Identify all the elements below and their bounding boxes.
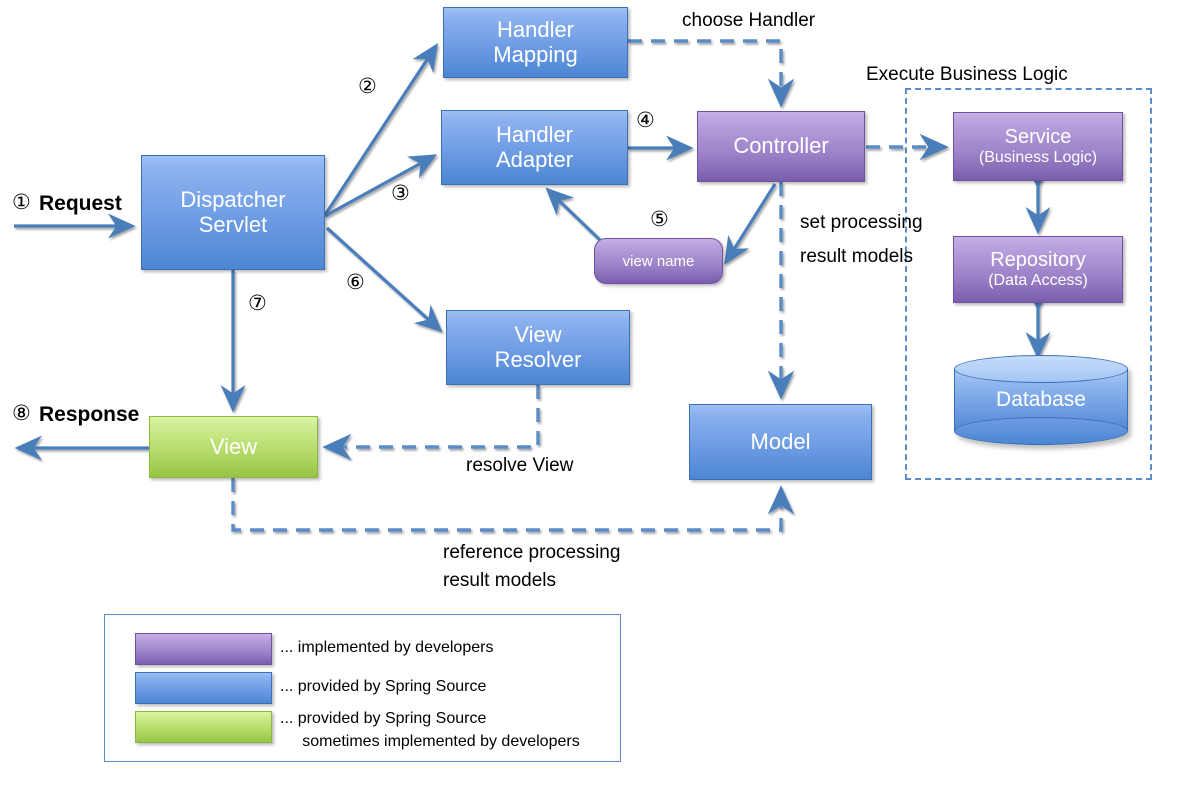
node-database[interactable]: Database — [954, 355, 1128, 445]
controller-label: Controller — [733, 133, 829, 159]
response-label: Response — [39, 403, 140, 426]
step-5: ⑤ — [650, 208, 669, 231]
node-model[interactable]: Model — [689, 404, 872, 480]
reference-processing-label-line1: reference processing — [443, 542, 621, 563]
view-label: View — [209, 433, 258, 459]
set-processing-label-line1: set processing — [800, 212, 923, 233]
node-view-name[interactable]: view name — [594, 238, 723, 284]
step-1: ① — [12, 191, 31, 214]
handler-mapping-line2: Mapping — [493, 41, 578, 67]
view-name-label: view name — [622, 252, 695, 270]
service-line1: Service — [1004, 126, 1072, 149]
legend-swatch-green — [135, 711, 272, 743]
resolve-view-label: resolve View — [466, 455, 574, 476]
execute-business-logic-container — [905, 88, 1152, 480]
node-view-resolver[interactable]: View Resolver — [446, 310, 630, 385]
repository-line2: (Data Access) — [988, 271, 1088, 289]
choose-handler-label: choose Handler — [682, 10, 816, 31]
execute-business-logic-label: Execute Business Logic — [866, 64, 1068, 85]
legend-text-green-cont: sometimes implemented by developers — [280, 733, 580, 750]
legend-swatch-blue — [135, 672, 272, 704]
step-6: ⑥ — [346, 271, 365, 294]
database-label: Database — [996, 388, 1086, 411]
handler-mapping-line1: Handler — [496, 16, 575, 42]
step-3: ③ — [391, 182, 410, 205]
service-line2: (Business Logic) — [978, 148, 1098, 166]
node-handler-mapping[interactable]: Handler Mapping — [443, 7, 628, 78]
node-dispatcher-servlet[interactable]: Dispatcher Servlet — [141, 155, 325, 270]
node-view[interactable]: View — [149, 416, 318, 478]
step-8: ⑧ — [12, 402, 31, 425]
view-resolver-line1: View — [514, 321, 562, 347]
node-handler-adapter[interactable]: Handler Adapter — [441, 110, 628, 185]
model-label: Model — [750, 428, 811, 454]
reference-processing-label-line2: result models — [443, 570, 556, 591]
database-top-ellipse — [954, 355, 1128, 383]
legend-text-blue: ... provided by Spring Source — [280, 678, 487, 695]
view-resolver-line2: Resolver — [494, 346, 582, 372]
node-service[interactable]: Service (Business Logic) — [953, 112, 1123, 181]
request-label: Request — [39, 192, 122, 215]
legend-text-purple: ... implemented by developers — [280, 639, 494, 656]
legend-swatch-purple — [135, 633, 272, 665]
database-bottom-ellipse — [954, 417, 1128, 445]
step-2: ② — [358, 75, 377, 98]
set-processing-label-line2: result models — [800, 246, 913, 267]
step-4: ④ — [636, 109, 655, 132]
step-7: ⑦ — [248, 292, 267, 315]
handler-adapter-line2: Adapter — [495, 146, 574, 172]
handler-adapter-line1: Handler — [495, 121, 574, 147]
legend-panel: ... implemented by developers ... provid… — [104, 614, 621, 762]
dispatcher-servlet-line2: Servlet — [198, 211, 268, 237]
dispatcher-servlet-line1: Dispatcher — [180, 186, 286, 212]
node-controller[interactable]: Controller — [697, 111, 865, 182]
node-repository[interactable]: Repository (Data Access) — [953, 236, 1123, 303]
repository-line1: Repository — [990, 249, 1086, 272]
legend-text-green: ... provided by Spring Source — [280, 710, 487, 727]
